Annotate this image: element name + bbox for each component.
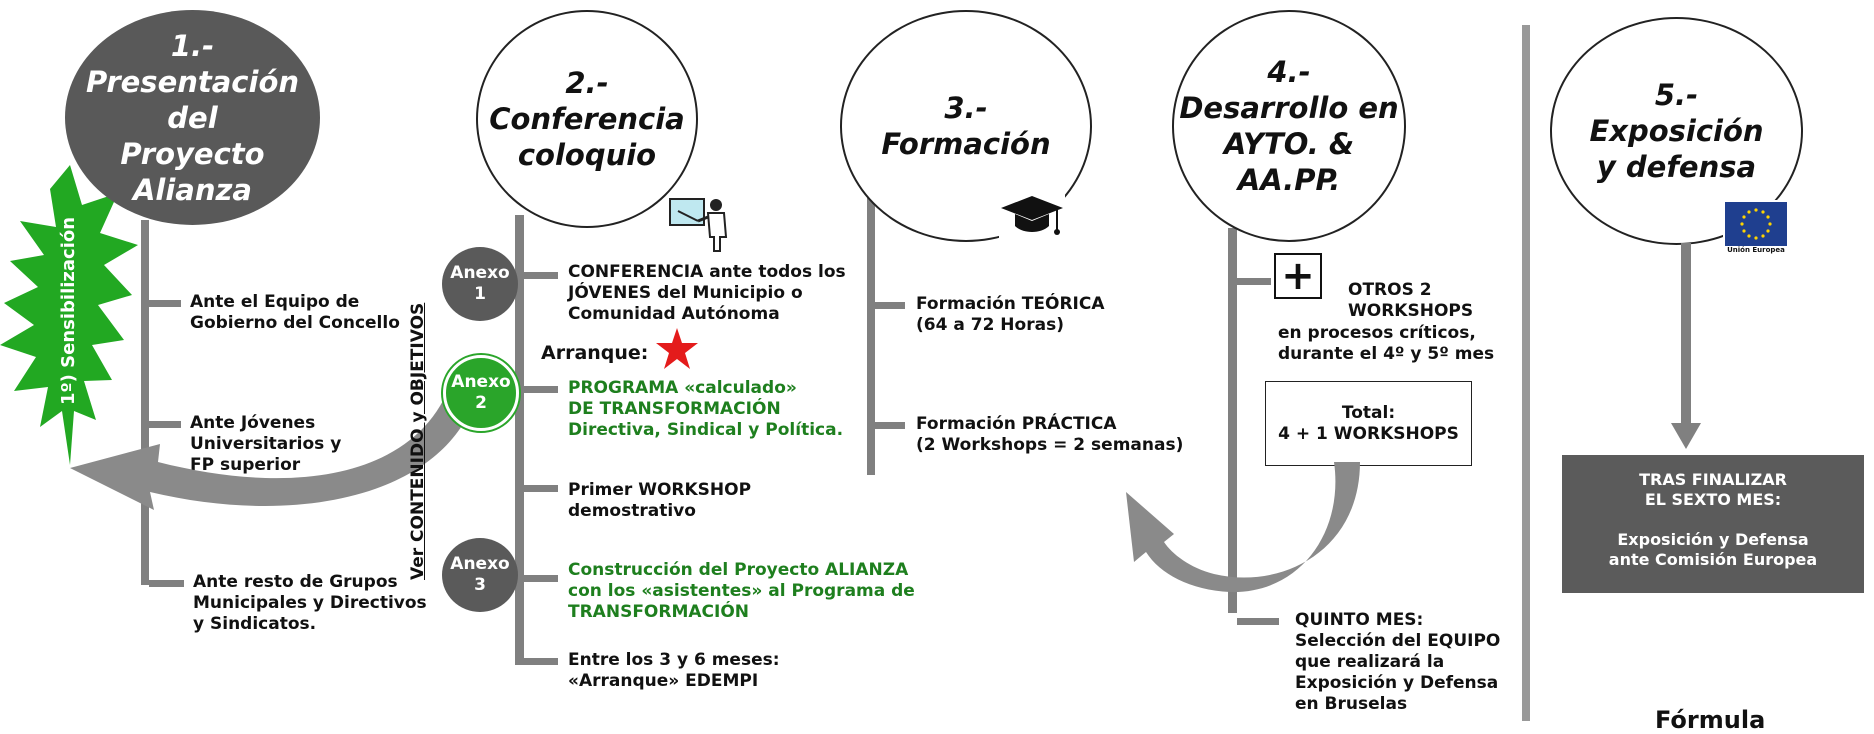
presenter-icon (669, 198, 728, 252)
stage2-item-3: Primer WORKSHOP demostrativo (568, 480, 752, 521)
sensibilizacion-label: 1º) Sensibilización (58, 216, 79, 405)
stage3-connector (867, 195, 875, 475)
red-star-icon (656, 328, 698, 369)
stage1-item-2: Ante Jóvenes Universitarios y FP superio… (190, 413, 342, 475)
plus-icon: + (1274, 253, 1322, 299)
stage3-item-2: Formación PRÁCTICA (2 Workshops = 2 sema… (916, 414, 1184, 455)
stage1-tick-2 (149, 421, 181, 428)
stage1-tick-3 (149, 580, 184, 587)
stage2-item-4: Construcción del Proyecto ALIANZA con lo… (568, 560, 915, 622)
stage4-tick-2 (1237, 618, 1279, 625)
formula-label: Fórmula (1655, 706, 1766, 734)
stage2-circle: 2.- Conferencia coloquio (476, 10, 698, 228)
stage1-title: 1.- Presentación del Proyecto Alianza (85, 28, 300, 207)
ver-contenido-link[interactable]: Ver CONTENIDO y OBJETIVOS (408, 302, 428, 580)
stage2-tick-2 (524, 386, 558, 393)
eu-flag-icon (1723, 200, 1789, 256)
sexto-mes-box: TRAS FINALIZAR EL SEXTO MES: Exposición … (1562, 455, 1864, 593)
anexo-3-badge[interactable]: Anexo 3 (442, 538, 518, 612)
stage4-title: 4.- Desarrollo en AYTO. & AA.PP. (1179, 55, 1399, 197)
stage1-circle: 1.- Presentación del Proyecto Alianza (65, 10, 320, 225)
stage2-tick-5 (524, 658, 558, 665)
stage5-down-arrow (1671, 243, 1701, 449)
stage1-item-3: Ante resto de Grupos Municipales y Direc… (193, 572, 427, 634)
stage1-tick-1 (149, 300, 181, 307)
graduation-cap-icon (999, 190, 1065, 242)
stage1-connector (141, 220, 149, 585)
otros-workshops-detail: en procesos críticos, durante el 4º y 5º… (1278, 323, 1495, 364)
total-workshops-box: Total: 4 + 1 WORKSHOPS (1265, 381, 1472, 466)
stage2-item-2: PROGRAMA «calculado» DE TRANSFORMACIÓN D… (568, 378, 844, 440)
arranque-label: Arranque: (541, 342, 649, 364)
stage1-item-1: Ante el Equipo de Gobierno del Concello (190, 292, 400, 333)
feedback-arrow-stage4 (1126, 462, 1360, 593)
eu-label: Unión Europea (1727, 246, 1785, 254)
stage5-separator (1522, 25, 1530, 721)
stage5-circle: 5.- Exposición y defensa (1550, 17, 1803, 245)
stage4-connector (1228, 228, 1237, 613)
stage2-connector (515, 215, 524, 665)
quinto-mes-text: QUINTO MES: Selección del EQUIPO que rea… (1295, 610, 1501, 714)
stage2-item-1: CONFERENCIA ante todos los JÓVENES del M… (568, 262, 846, 324)
stage3-item-1: Formación TEÓRICA (64 a 72 Horas) (916, 294, 1105, 335)
anexo-2-badge[interactable]: Anexo 2 (443, 355, 519, 431)
otros-workshops-heading: OTROS 2 WORKSHOPS (1348, 280, 1474, 321)
stage2-tick-1 (524, 272, 558, 279)
stage2-title: 2.- Conferencia coloquio (489, 66, 685, 172)
anexo-1-badge[interactable]: Anexo 1 (442, 247, 518, 321)
stage3-title: 3.- Formación (881, 91, 1051, 161)
feedback-arrow-left (70, 380, 480, 510)
stage5-title: 5.- Exposición y defensa (1589, 78, 1764, 184)
stage3-tick-1 (875, 302, 905, 309)
stage3-tick-2 (875, 422, 905, 429)
stage2-item-5: Entre los 3 y 6 meses: «Arranque» EDEMPI (568, 650, 780, 691)
stage2-tick-4 (524, 575, 558, 582)
stage4-tick-1 (1237, 278, 1271, 285)
sensibilizacion-burst (0, 165, 138, 465)
stage4-circle: 4.- Desarrollo en AYTO. & AA.PP. (1172, 10, 1406, 242)
stage2-tick-3 (524, 485, 558, 492)
